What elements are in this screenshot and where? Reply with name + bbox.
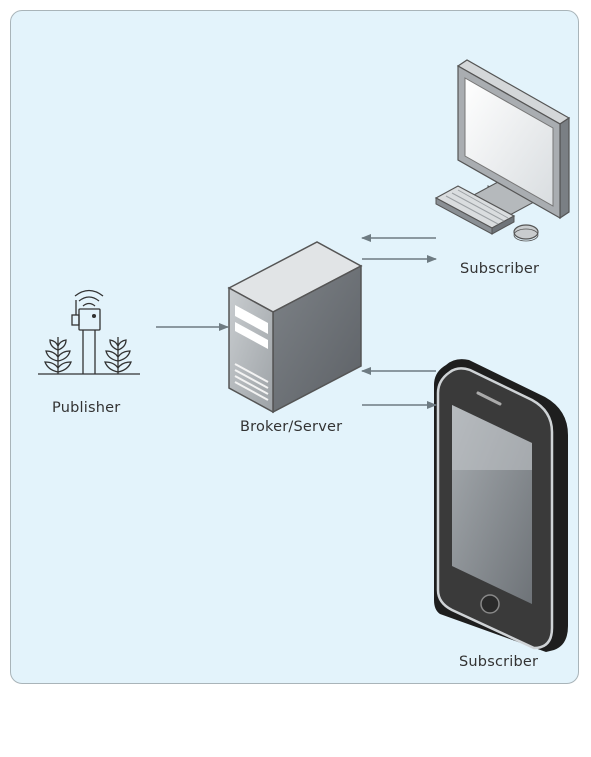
subscriber-phone-label: Subscriber xyxy=(459,654,539,670)
smartphone-icon xyxy=(434,359,568,652)
desktop-computer-icon xyxy=(434,59,571,242)
server-tower-icon xyxy=(227,241,363,414)
sensor-plant-icon xyxy=(38,289,140,375)
subscriber-desktop-label: Subscriber xyxy=(460,261,540,277)
publisher-label: Publisher xyxy=(52,400,121,416)
broker-label: Broker/Server xyxy=(240,419,343,435)
